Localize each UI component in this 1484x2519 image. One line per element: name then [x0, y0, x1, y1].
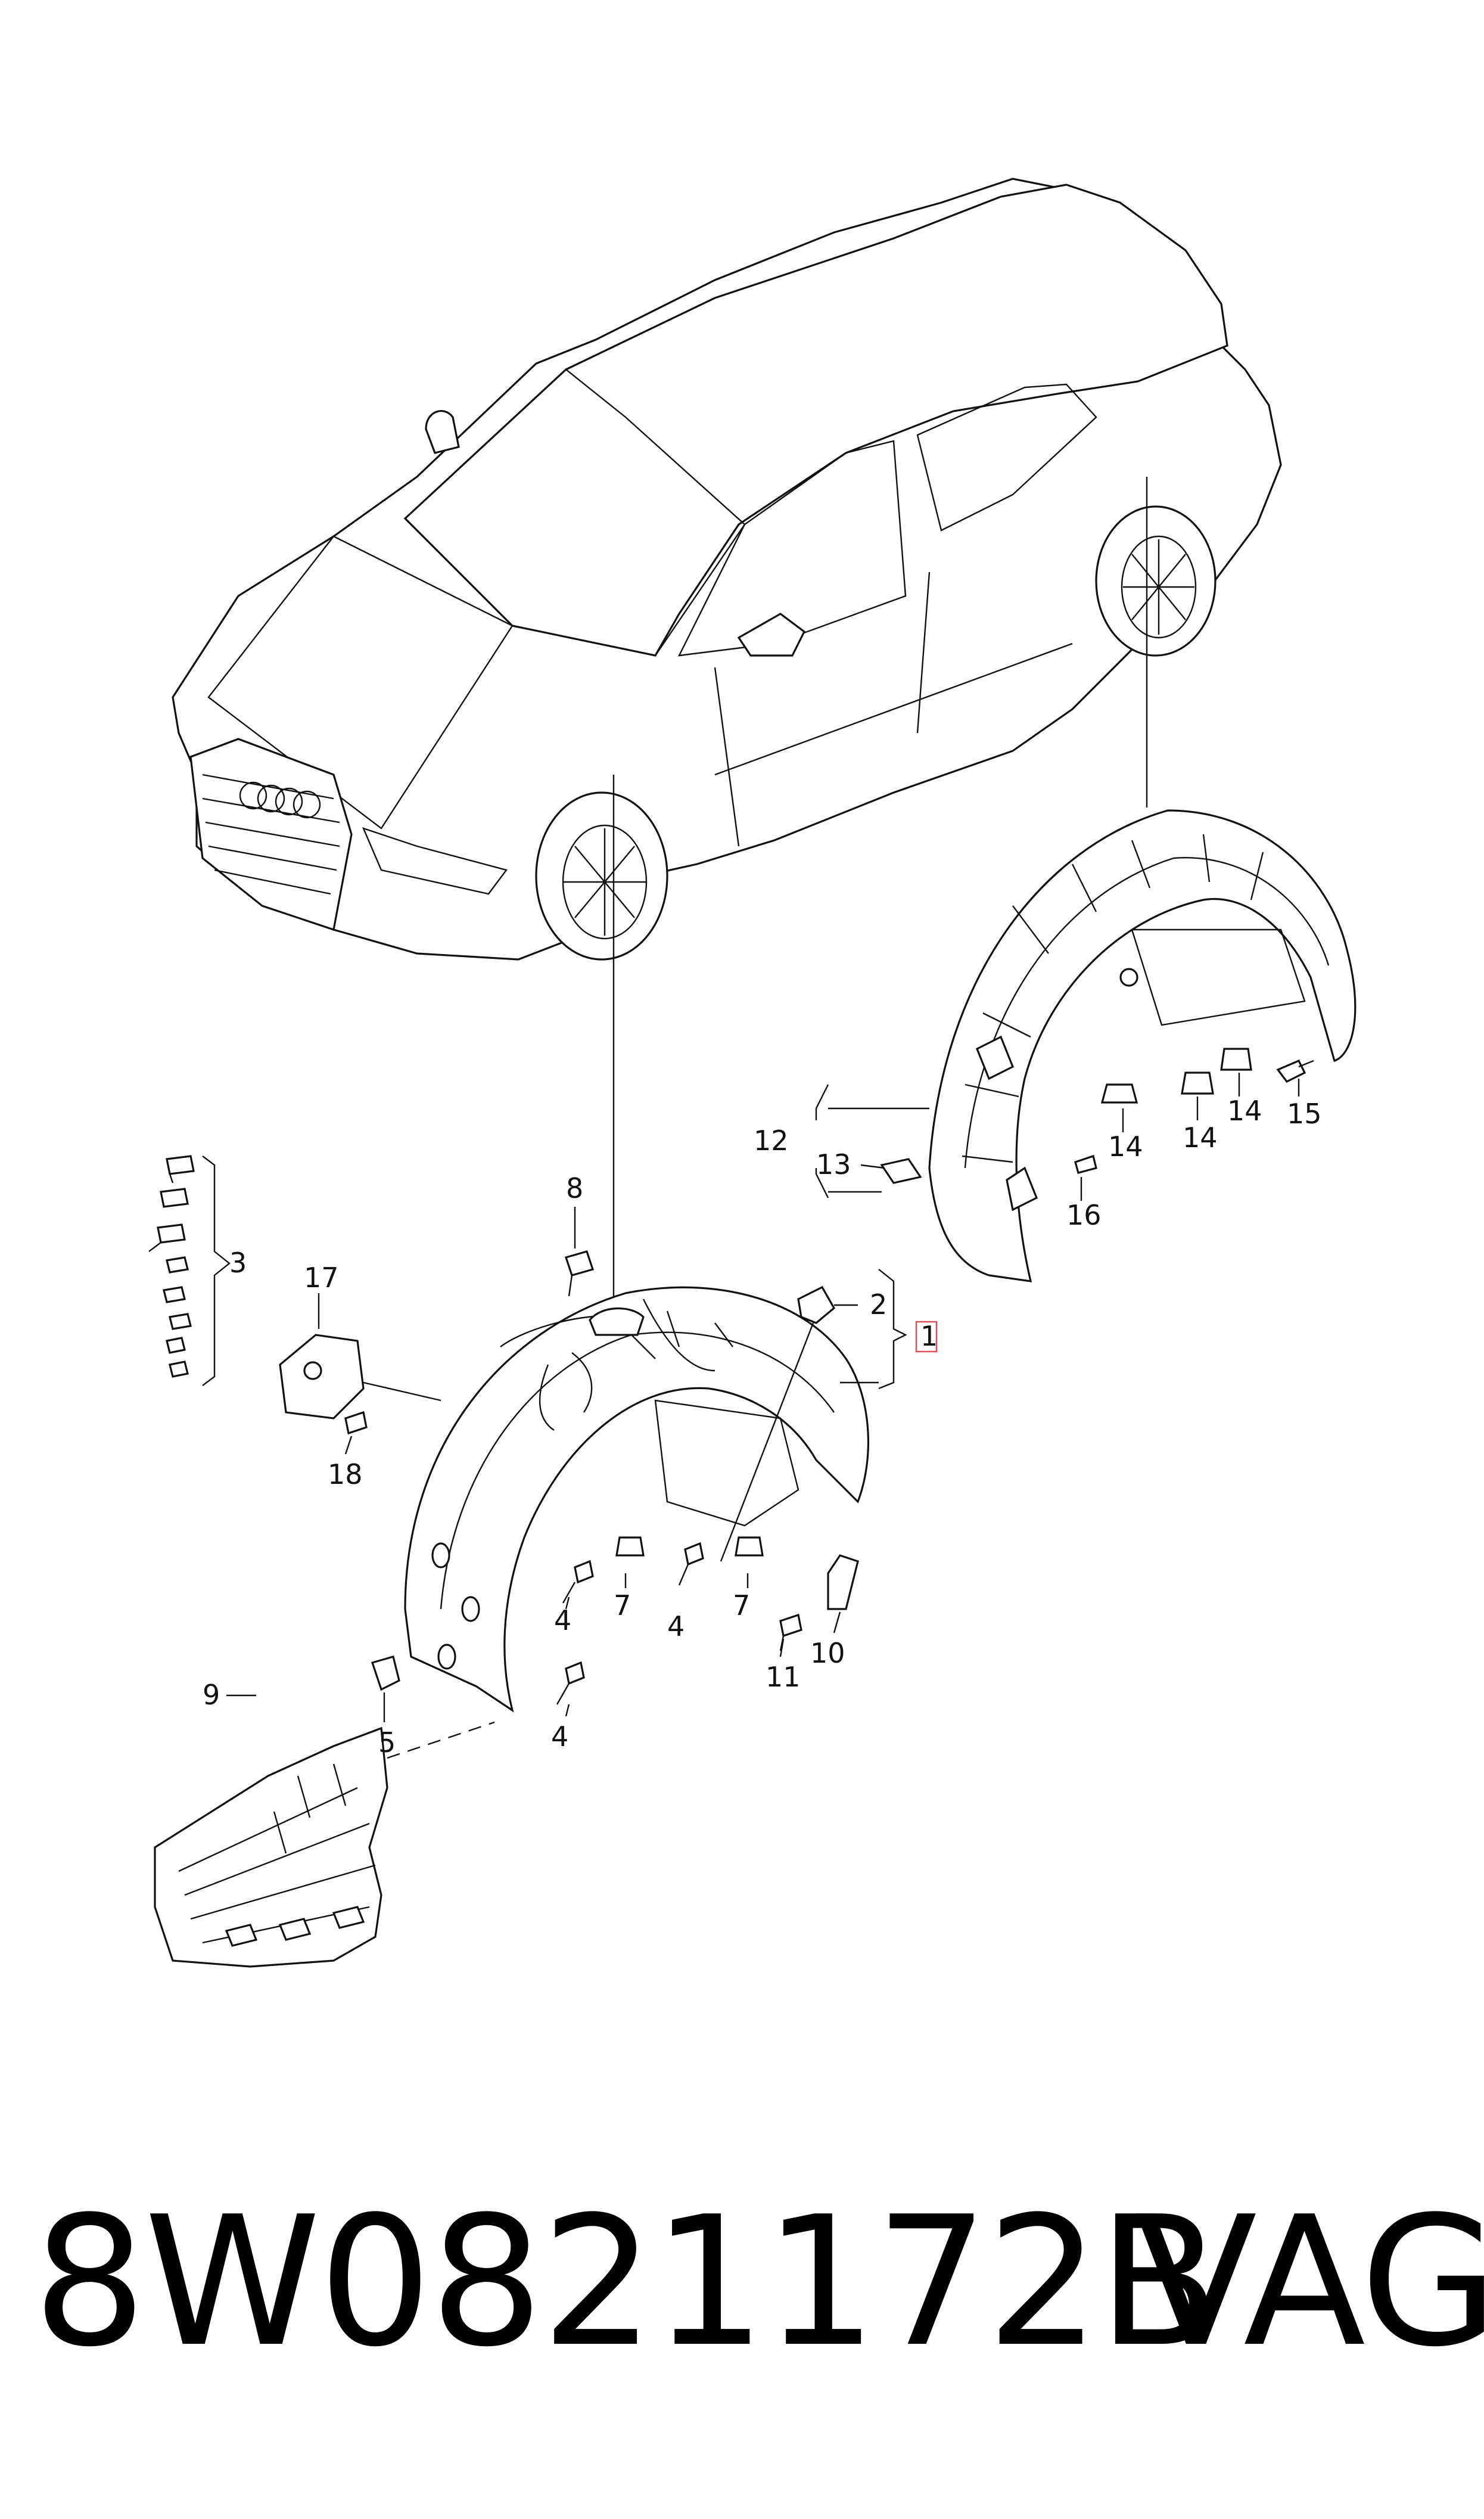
front-wheel-liner [404, 1286, 870, 1713]
callout-5: 5 [378, 1726, 396, 1759]
callout-11: 11 [766, 1661, 801, 1693]
callout-15: 15 [1287, 1098, 1322, 1130]
callout-7a: 7 [614, 1589, 631, 1622]
callout-3: 3 [229, 1247, 247, 1279]
callout-10: 10 [810, 1637, 845, 1669]
callout-14c: 14 [1227, 1095, 1262, 1127]
part-number: 8W0821172B [33, 2178, 1220, 2386]
callout-8: 8 [566, 1172, 583, 1204]
callout-14a: 14 [1108, 1130, 1143, 1163]
callout-1: 1 [920, 1320, 938, 1352]
callout-9: 9 [203, 1679, 220, 1711]
callout-13: 13 [816, 1148, 851, 1181]
car-illustration [172, 178, 1282, 961]
rear-wheel-liner [928, 809, 1357, 1282]
rear-fasteners [880, 1048, 1314, 1184]
callout-4a: 4 [554, 1604, 571, 1636]
front-fasteners [344, 1250, 859, 1705]
callout-7b: 7 [733, 1589, 750, 1622]
callout-4c: 4 [551, 1720, 568, 1753]
callout-18: 18 [328, 1458, 363, 1490]
callout-leaders [226, 1073, 1300, 1722]
leader-1 [834, 1304, 879, 1384]
front-bracket-17 [279, 1334, 441, 1420]
callout-labels: 1 2 3 4 4 4 5 7 7 8 9 10 11 12 13 14 14 … [203, 1095, 1322, 1759]
callout-16: 16 [1066, 1199, 1102, 1231]
callout-14b: 14 [1183, 1122, 1218, 1154]
callout-4b: 4 [667, 1610, 685, 1642]
callout-12: 12 [754, 1125, 789, 1157]
brand-label: VAG [1135, 2178, 1484, 2386]
fastener-set-3 [148, 1155, 231, 1386]
bracket-12 [815, 1084, 829, 1198]
mud-flap-bracket [154, 1726, 388, 1968]
dashed-leader-9 [387, 1721, 495, 1759]
callout-2: 2 [870, 1288, 887, 1321]
callout-17: 17 [304, 1262, 339, 1294]
highlight-box-1 [915, 1321, 938, 1353]
leader-12 [828, 1107, 929, 1193]
bracket-1 [878, 1269, 907, 1390]
